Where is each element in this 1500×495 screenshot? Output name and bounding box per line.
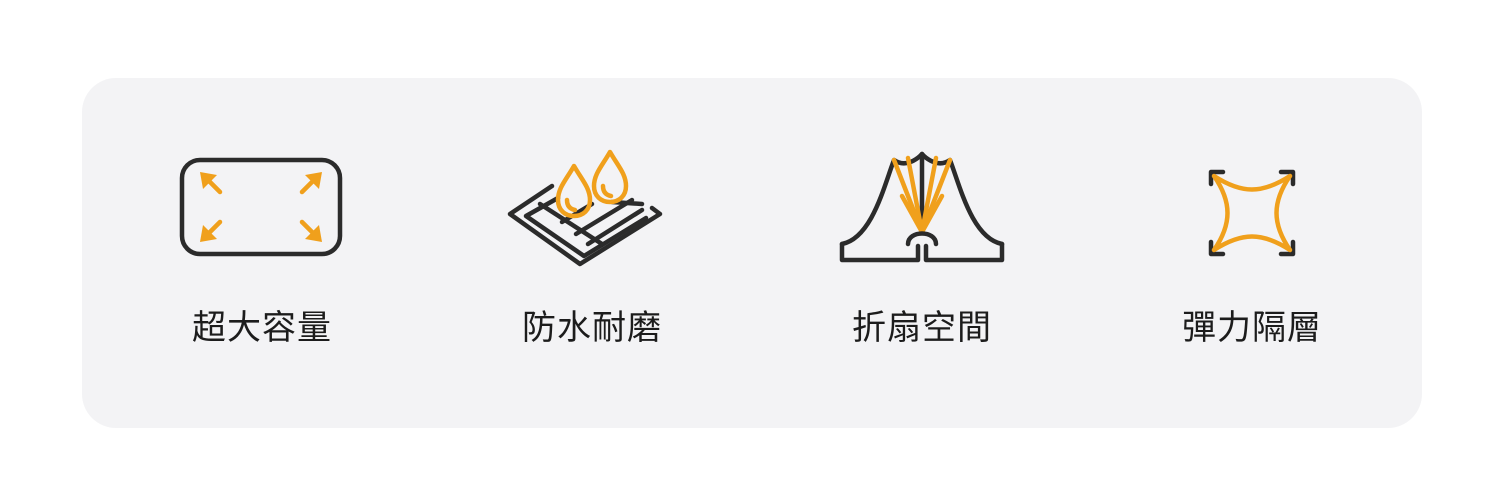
feature-item-waterproof: 防水耐磨 [427, 78, 757, 428]
feature-label: 彈力隔層 [1182, 308, 1322, 348]
feature-item-elastic: 彈力隔層 [1087, 78, 1417, 428]
water-drops-icon [507, 149, 663, 267]
feature-label: 防水耐磨 [522, 308, 662, 348]
feature-label: 超大容量 [192, 308, 332, 348]
expand-arrows-icon [179, 157, 343, 257]
elastic-star-icon [1208, 169, 1296, 257]
feature-item-fan: 折扇空間 [757, 78, 1087, 428]
feature-item-capacity: 超大容量 [97, 78, 427, 428]
folding-fan-icon [839, 151, 1005, 263]
feature-label: 折扇空間 [852, 308, 992, 348]
feature-card: 超大容量 防水耐磨 [82, 78, 1422, 428]
